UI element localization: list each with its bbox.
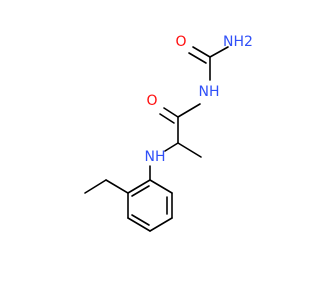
ring-bond-4-5 [149, 217, 173, 232]
bond-urea-c-o-b [188, 52, 207, 64]
ring-double-1-2 [131, 185, 150, 197]
bond-urea-c-nh2 [209, 46, 229, 58]
atom-carbonyl-o-top-label: O [175, 34, 186, 50]
ring-bond-1-2 [127, 179, 151, 194]
atom-amine-nh-label: NH [145, 149, 166, 165]
ring-bond-3-4 [127, 217, 151, 232]
molecule-diagram: NH2 O NH O NH [84, 34, 253, 232]
bond-alpha-methyl [177, 142, 202, 158]
atom-imide-nh-label: NH [199, 84, 220, 100]
atom-carbonyl-o-mid-label: O [146, 93, 157, 109]
ring-double-3-4 [131, 214, 150, 226]
atom-amide-nh2-label: NH2 [223, 34, 253, 50]
bond-amide-c-o-a [163, 107, 179, 118]
structure-svg: NH2 O NH O NH [84, 34, 253, 232]
bond-ethyl-ch2-ch3 [84, 179, 107, 194]
bond-alpha-nh [164, 142, 179, 152]
bond-nh-amide-c [177, 103, 201, 118]
bond-urea-c-o-a [192, 46, 211, 58]
bond-amide-c-o-b [159, 113, 175, 124]
bond-ring-ethyl-ch2 [105, 179, 129, 194]
ring-bond-6-1 [149, 179, 173, 194]
